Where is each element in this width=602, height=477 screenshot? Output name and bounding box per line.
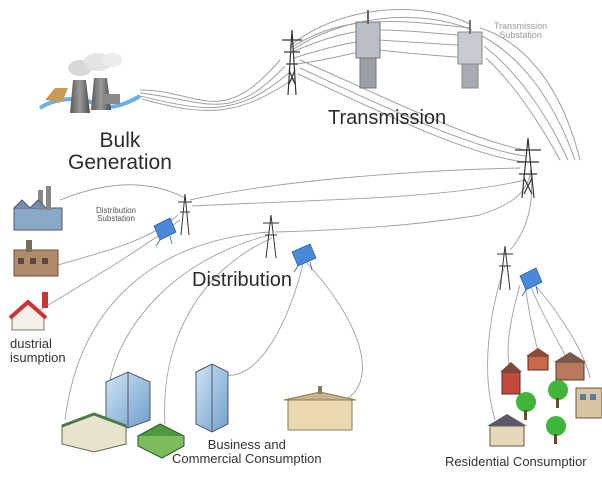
house-icon (575, 387, 602, 419)
house-icon (554, 352, 586, 381)
office-building-icon (136, 423, 186, 459)
residential-consumption-label: Residential Consumptior (445, 454, 587, 469)
office-building-icon (195, 363, 229, 433)
tree-icon (516, 392, 536, 420)
office-building-icon (283, 386, 357, 431)
transmission-lines (139, 9, 581, 163)
substation-icon (291, 243, 317, 273)
house-icon (500, 362, 522, 395)
business-consumption-label: Business and Commercial Consumption (172, 437, 322, 466)
transmission-substation-label: Transmission Substation (494, 21, 548, 41)
transmission-tower-icon (178, 193, 192, 236)
transmission-tower-icon (515, 137, 541, 199)
house-icon (526, 348, 550, 371)
transmission-label: Transmission (328, 107, 447, 129)
house-icon (487, 414, 527, 447)
factory-icon (8, 292, 48, 331)
power-plant-icon (38, 53, 142, 113)
distribution-label: Distribution (192, 269, 293, 291)
distribution-lines (39, 167, 591, 426)
industrial-consumption-label: dustrial isumption (10, 336, 66, 365)
distribution-substation-label: Distribution Substation (96, 206, 137, 224)
tree-icon (546, 416, 566, 444)
office-building-icon (61, 412, 127, 453)
tree-icon (548, 380, 568, 408)
factory-icon (13, 186, 63, 231)
transmission-tower-icon (497, 245, 513, 291)
transmission-tower-icon (263, 214, 279, 259)
bulk-generation-label: Bulk Generation (68, 129, 172, 175)
substation-icon (153, 217, 177, 247)
factory-icon (13, 240, 59, 277)
substation-icon (519, 267, 543, 297)
substation-icon (457, 20, 483, 89)
substation-icon (355, 10, 381, 89)
transmission-tower-icon (282, 29, 302, 96)
